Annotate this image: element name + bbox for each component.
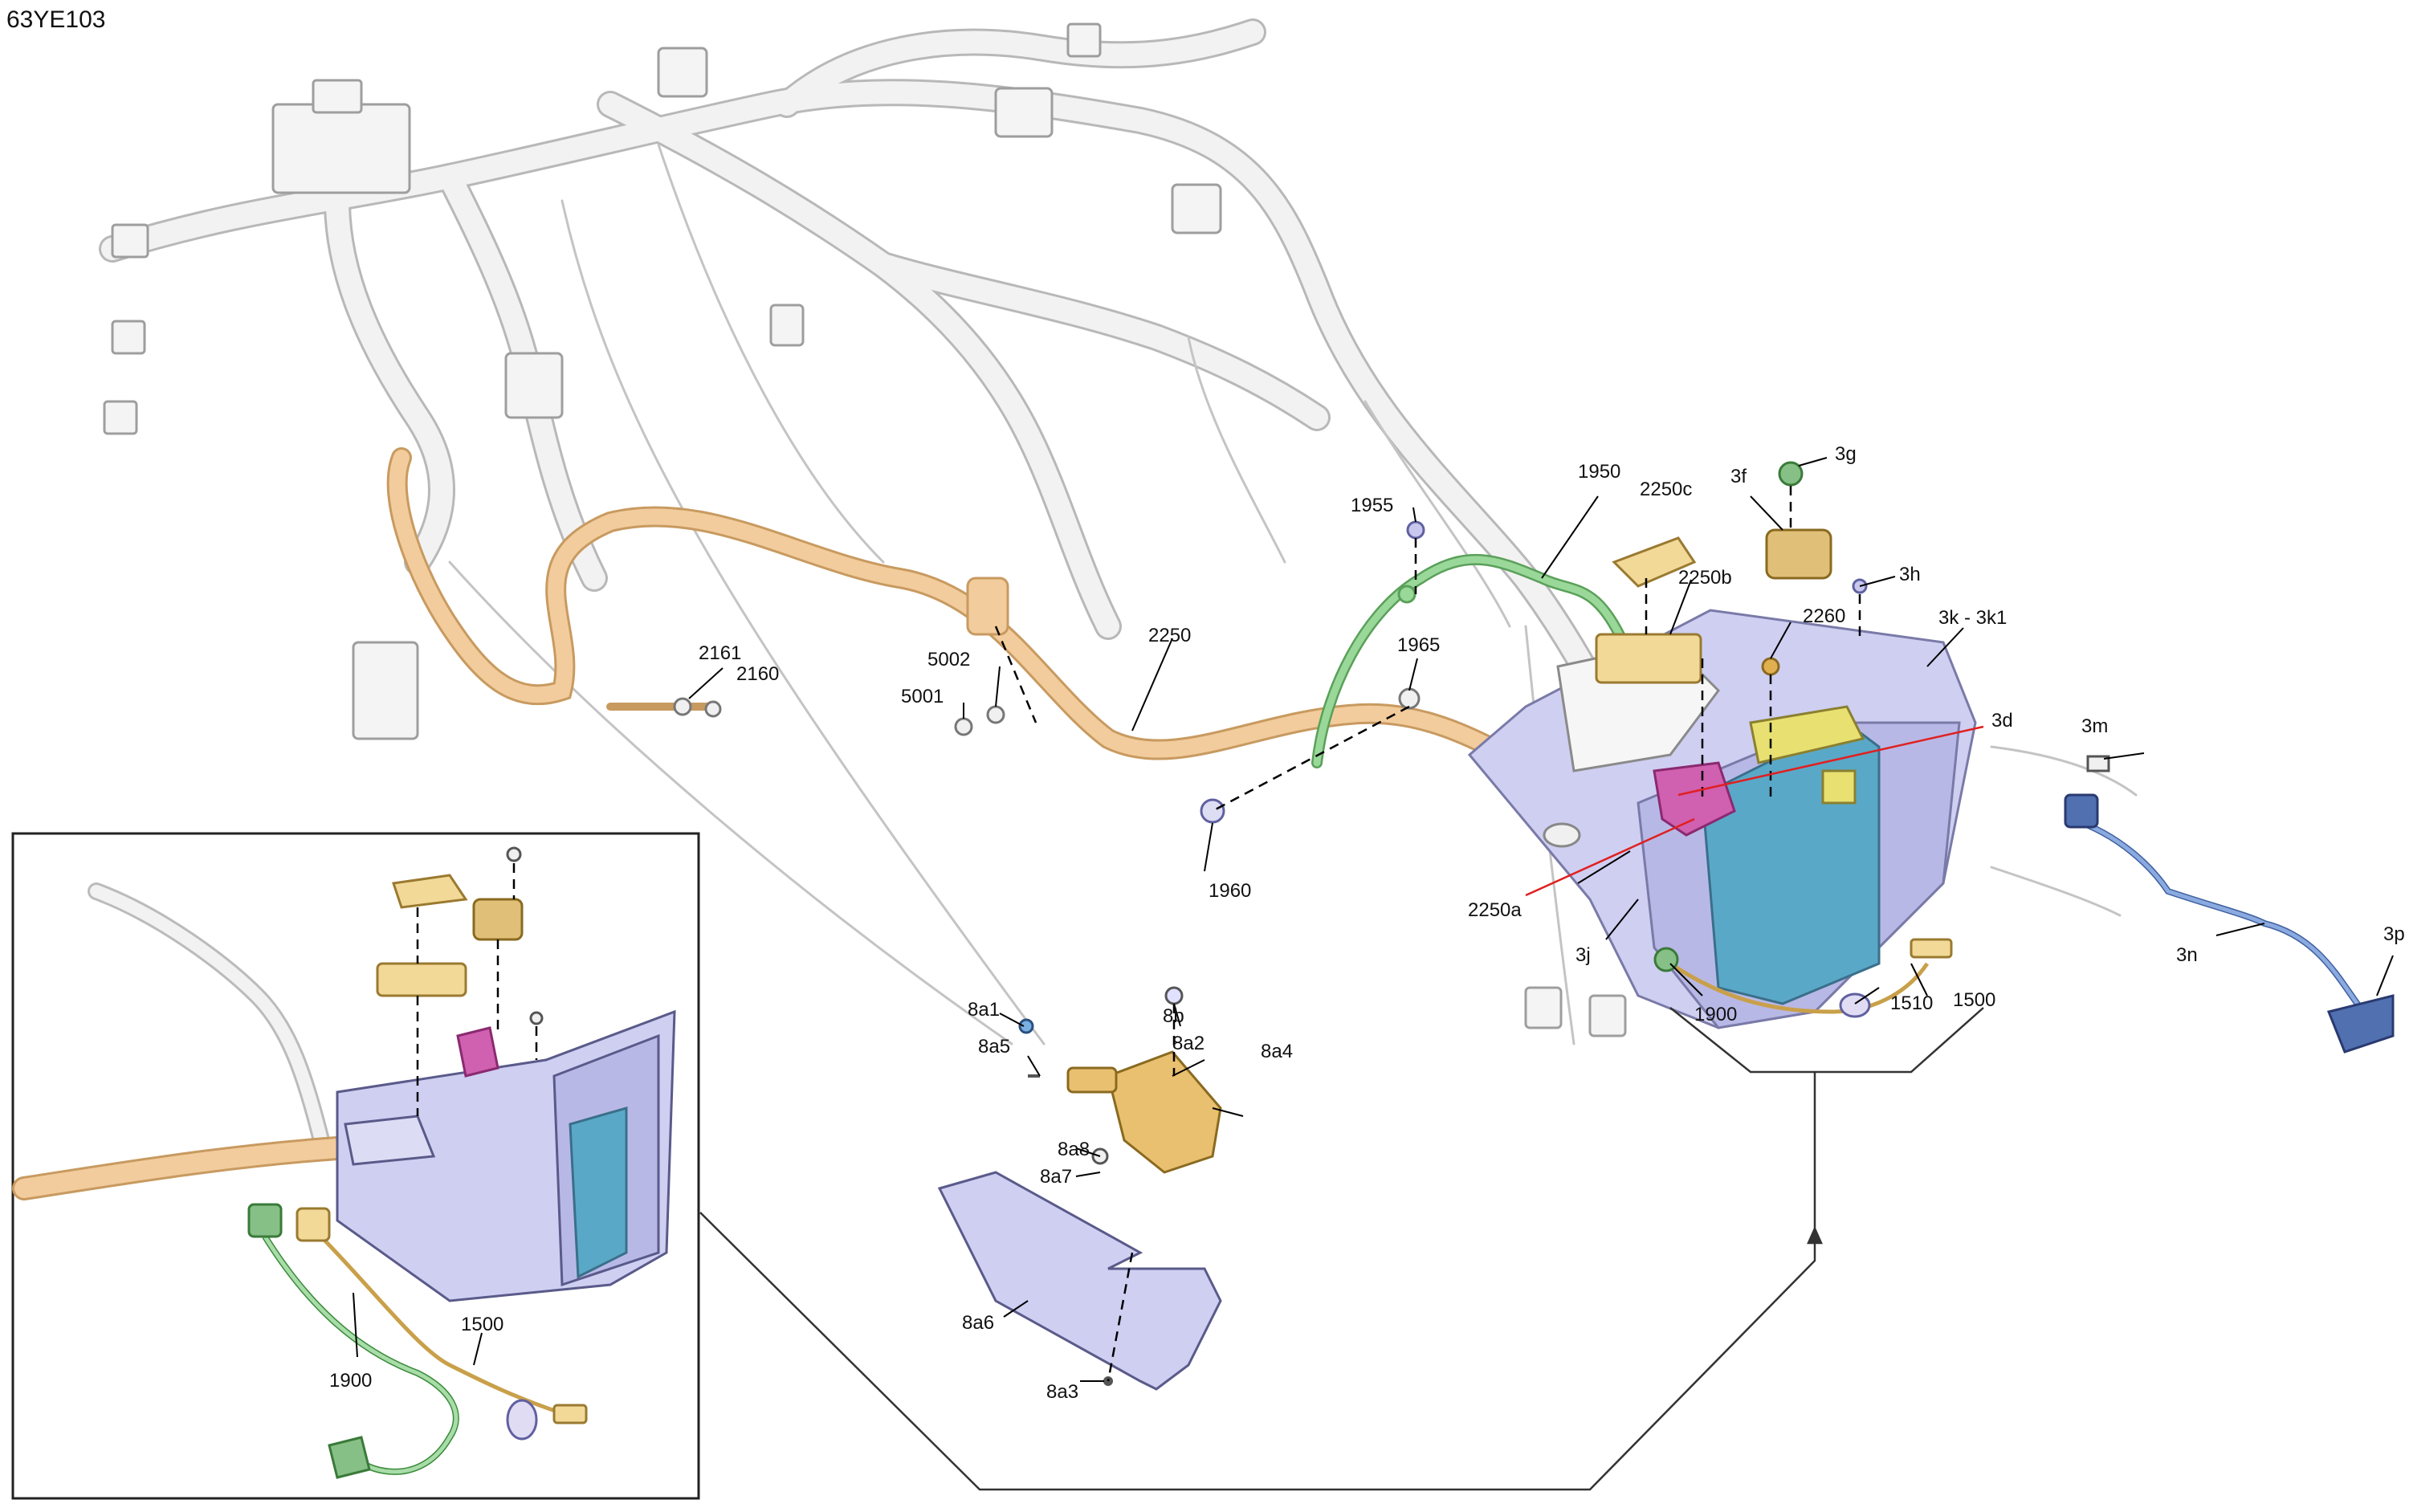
callout-3m: 3m bbox=[2081, 715, 2109, 737]
callout-1960: 1960 bbox=[1209, 880, 1252, 902]
cable-1950 bbox=[1311, 553, 1636, 768]
callout-2161: 2161 bbox=[699, 642, 742, 664]
callout-8a2: 8a2 bbox=[1172, 1033, 1205, 1054]
callout-2250c: 2250c bbox=[1640, 479, 1693, 500]
callout-8a3: 8a3 bbox=[1046, 1381, 1079, 1403]
callout-5001: 5001 bbox=[901, 686, 944, 707]
callout-8a1: 8a1 bbox=[968, 999, 1001, 1021]
callout-1510: 1510 bbox=[1890, 992, 1934, 1014]
callout-3g: 3g bbox=[1835, 443, 1857, 465]
bracket-and-relay bbox=[937, 986, 1222, 1391]
leader-lines bbox=[688, 457, 2394, 1382]
inset-callout-1500: 1500 bbox=[461, 1314, 504, 1335]
callout-3d: 3d bbox=[1991, 710, 2013, 732]
cable-2250 bbox=[386, 447, 1584, 805]
callout-3j: 3j bbox=[1575, 944, 1591, 966]
tray-small-parts bbox=[673, 461, 1868, 824]
detail-reference-lines bbox=[699, 1007, 1984, 1491]
callout-8a8: 8a8 bbox=[1058, 1139, 1090, 1160]
callout-8a4: 8a4 bbox=[1261, 1041, 1294, 1062]
callout-3n: 3n bbox=[2176, 944, 2198, 966]
cable-3n bbox=[2064, 755, 2395, 1054]
callout-2160: 2160 bbox=[736, 663, 780, 685]
inset-callout-1900: 1900 bbox=[329, 1370, 373, 1392]
callout-5002: 5002 bbox=[927, 649, 971, 670]
assembly-lines bbox=[994, 486, 1861, 1382]
callout-2250: 2250 bbox=[1148, 625, 1192, 646]
detail-inset bbox=[11, 832, 700, 1500]
callout-3p: 3p bbox=[2383, 923, 2405, 945]
callout-3f: 3f bbox=[1730, 466, 1747, 487]
callout-8a7: 8a7 bbox=[1040, 1166, 1073, 1188]
callout-1965: 1965 bbox=[1397, 634, 1441, 656]
callout-8a6: 8a6 bbox=[962, 1312, 995, 1334]
wiring-harness bbox=[99, 18, 2138, 1045]
callout-1955: 1955 bbox=[1351, 495, 1394, 516]
callout-1950: 1950 bbox=[1578, 461, 1621, 483]
callout-2250a: 2250a bbox=[1468, 899, 1522, 921]
callout-3k-3k1: 3k - 3k1 bbox=[1938, 607, 2008, 629]
callout-1900: 1900 bbox=[1694, 1004, 1738, 1025]
callout-2250b: 2250b bbox=[1678, 567, 1732, 589]
callout-2260: 2260 bbox=[1803, 605, 1846, 627]
callout-1500: 1500 bbox=[1953, 989, 1996, 1011]
diagram-code: 63YE103 bbox=[6, 6, 106, 33]
battery-tray-assembly bbox=[1467, 609, 1977, 1029]
red-leader-lines bbox=[1525, 725, 1984, 897]
callout-8a5: 8a5 bbox=[978, 1036, 1011, 1058]
callout-8b: 8b bbox=[1163, 1005, 1184, 1027]
callout-3h: 3h bbox=[1899, 564, 1921, 585]
